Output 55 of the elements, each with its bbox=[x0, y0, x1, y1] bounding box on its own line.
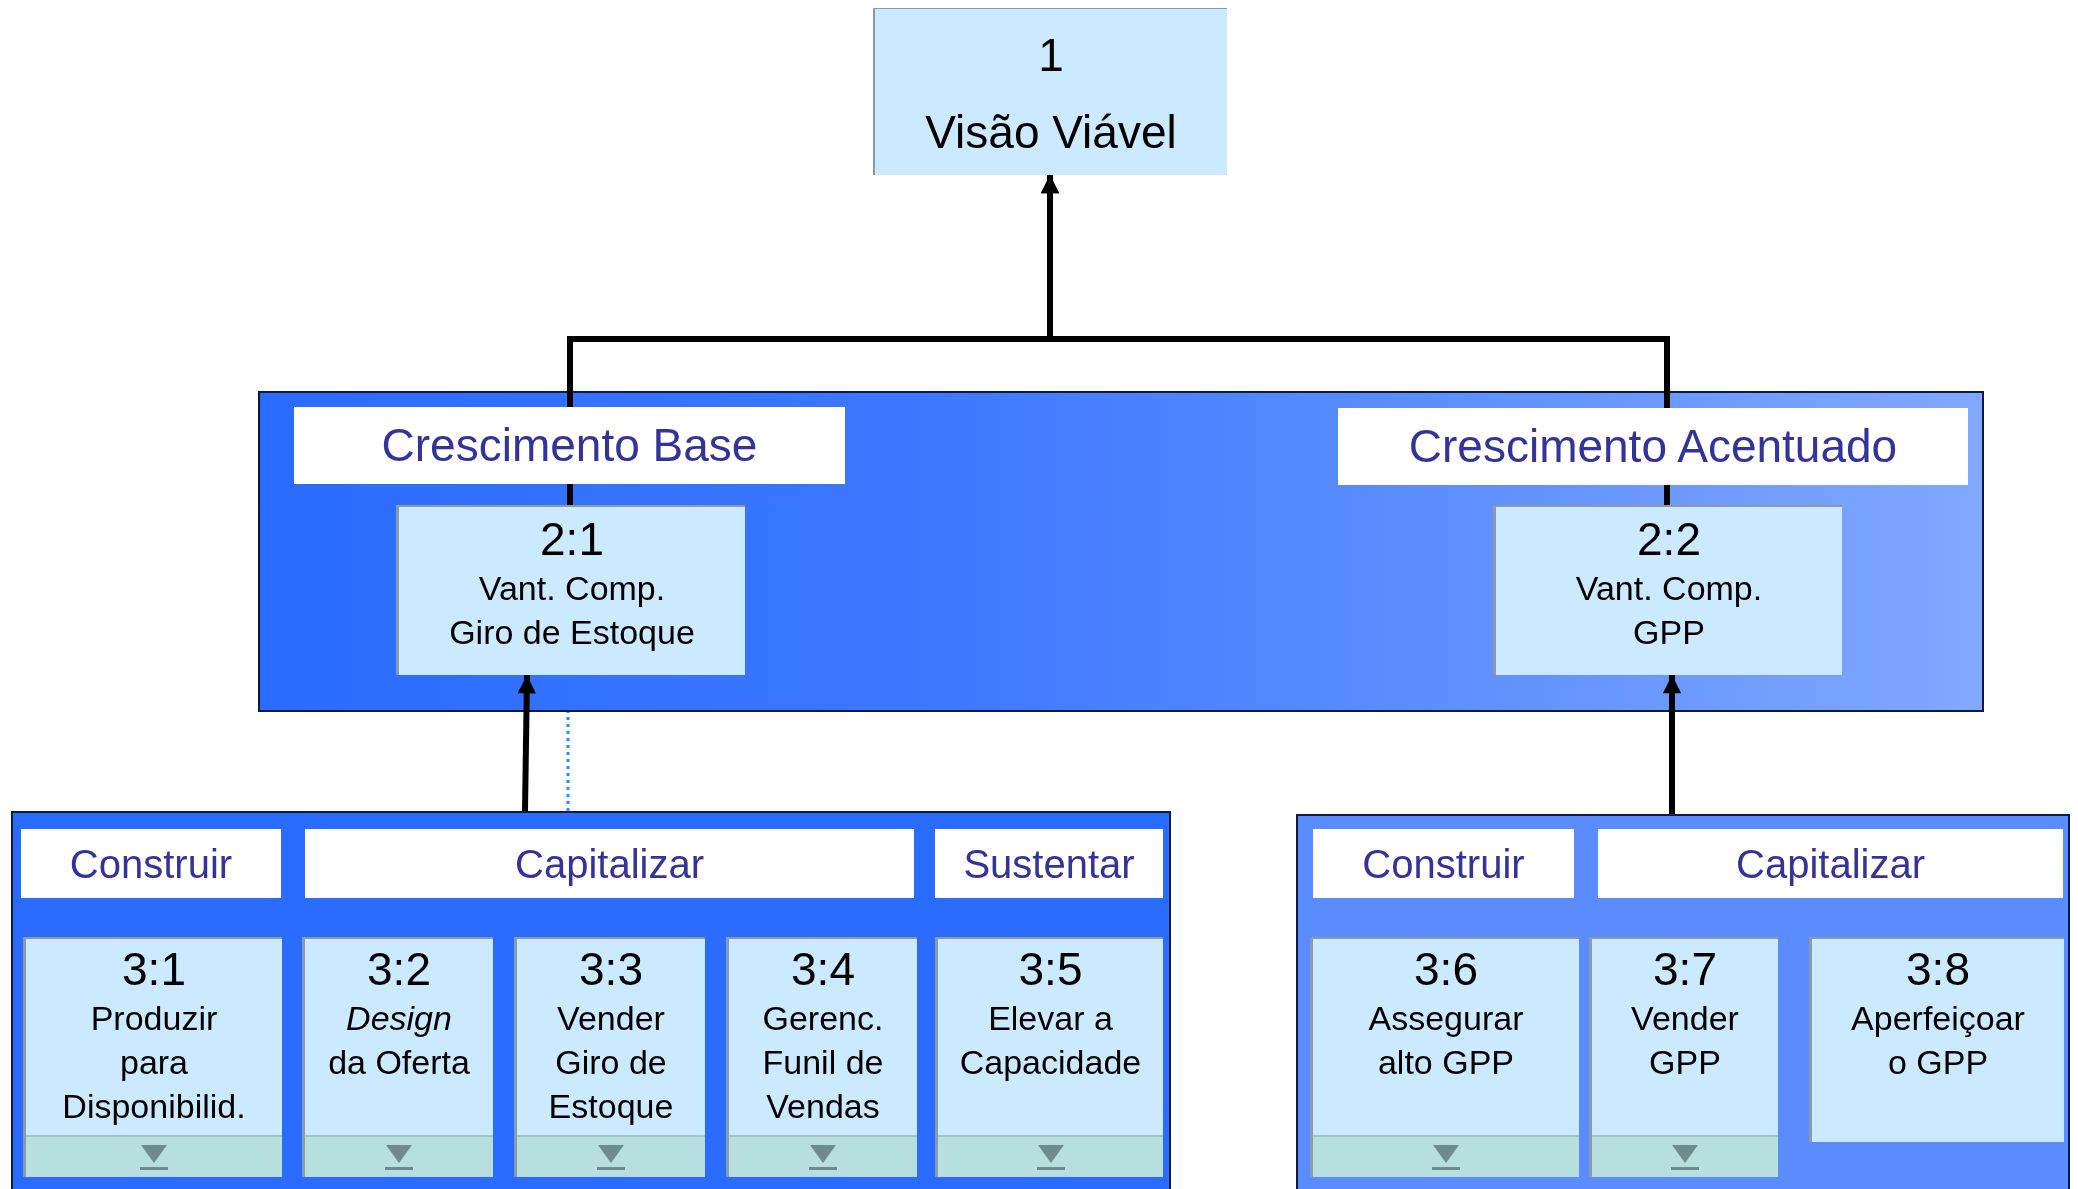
objective-box bbox=[1493, 505, 1842, 675]
arrow bbox=[1662, 675, 1682, 814]
box-label: Vender GPP bbox=[1630, 997, 1740, 1084]
column-heading: Construir bbox=[1362, 840, 1525, 887]
box-label: Vant. Comp. Giro de Estoque bbox=[448, 567, 696, 654]
task-card bbox=[514, 937, 705, 1177]
task-card bbox=[1809, 937, 2064, 1142]
box-number: 3:8 bbox=[1906, 943, 1970, 996]
column-heading: Construir bbox=[69, 840, 233, 887]
group-panel bbox=[11, 811, 1171, 1189]
group-panel bbox=[1296, 814, 2070, 1189]
box-label: Assegurar alto GPP bbox=[1367, 997, 1525, 1084]
heading-bar bbox=[21, 829, 281, 898]
box-number: 2:2 bbox=[1637, 513, 1701, 566]
box-number: 3:5 bbox=[1018, 943, 1083, 996]
connector-line bbox=[566, 712, 570, 811]
column-heading: Crescimento Acentuado bbox=[1408, 420, 1898, 473]
box-number: 3:3 bbox=[579, 943, 643, 996]
box-number: 2:1 bbox=[540, 513, 604, 566]
arrow bbox=[517, 674, 536, 812]
heading-bar bbox=[1338, 408, 1968, 485]
group-panel bbox=[258, 391, 1984, 712]
goal-box bbox=[873, 8, 1227, 175]
box-label: Design da Oferta bbox=[327, 997, 471, 1084]
objective-box bbox=[396, 505, 745, 675]
task-card bbox=[935, 937, 1163, 1177]
heading-bar bbox=[1313, 829, 1574, 898]
heading-bar bbox=[305, 829, 914, 898]
heading-bar bbox=[935, 829, 1163, 898]
task-card bbox=[23, 937, 282, 1177]
connector-line bbox=[1664, 485, 1670, 505]
heading-bar bbox=[1598, 829, 2063, 898]
box-number: 3:7 bbox=[1653, 943, 1717, 996]
box-label: Vant. Comp. GPP bbox=[1574, 567, 1764, 654]
task-card bbox=[726, 937, 917, 1177]
box-number: 3:4 bbox=[791, 943, 855, 996]
column-heading: Sustentar bbox=[963, 840, 1135, 887]
box-number: 3:1 bbox=[122, 943, 186, 996]
box-label: Produzir para Disponibilid. bbox=[61, 997, 247, 1128]
box-number: 3:2 bbox=[367, 943, 431, 996]
box-label: Visão Viável bbox=[925, 104, 1177, 160]
box-number: 1 bbox=[1038, 29, 1064, 83]
box-label: Aperfeiçoar o GPP bbox=[1850, 997, 2026, 1084]
connector-line bbox=[567, 484, 573, 505]
box-number: 3:6 bbox=[1414, 943, 1478, 996]
box-label: Vender Giro de Estoque bbox=[547, 997, 675, 1128]
column-heading: Capitalizar bbox=[1736, 840, 1925, 887]
task-card bbox=[1310, 937, 1579, 1177]
heading-bar bbox=[294, 407, 845, 484]
column-heading: Capitalizar bbox=[515, 840, 704, 887]
task-card bbox=[1589, 937, 1778, 1177]
box-label: Gerenc. Funil de Vendas bbox=[761, 997, 885, 1128]
column-heading: Crescimento Base bbox=[381, 419, 758, 472]
task-card bbox=[302, 937, 493, 1177]
box-label: Elevar a Capacidade bbox=[958, 997, 1143, 1084]
